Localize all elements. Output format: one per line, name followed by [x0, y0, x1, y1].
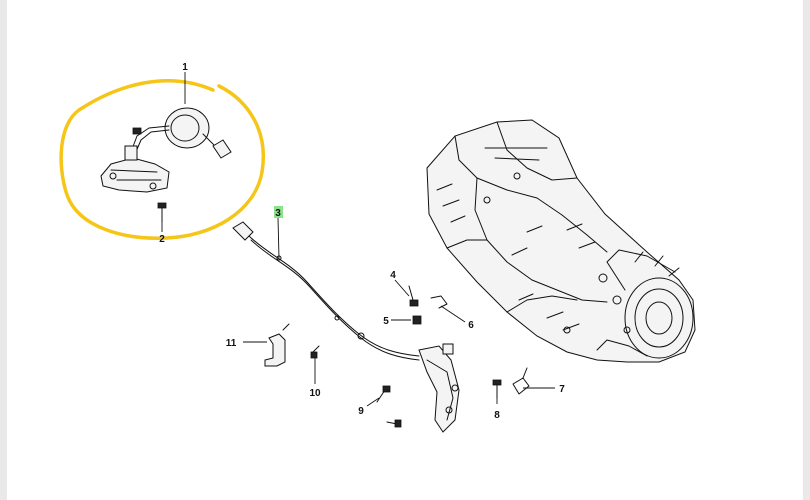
callout-11: 11: [226, 338, 237, 349]
callouts: 1 2 3 4 5 6 7 8 9 10 11: [159, 62, 565, 421]
callout-8: 8: [494, 410, 500, 421]
callout-10: 10: [309, 388, 321, 399]
shift-cable: [232, 221, 420, 361]
callout-9: 9: [358, 406, 364, 417]
transmission-assembly: [426, 119, 696, 363]
small-parts: [264, 285, 530, 428]
callout-4: 4: [390, 270, 396, 281]
shifter-assembly: [100, 107, 232, 223]
callout-1: 1: [182, 62, 188, 73]
callout-7: 7: [559, 384, 565, 395]
highlight-loop: [59, 79, 265, 240]
transmission-diagram: 1 2 3 4 5 6 7 8 9 10 11: [59, 62, 696, 433]
diagram-sheet: 1 2 3 4 5 6 7 8 9 10 11: [7, 0, 803, 500]
callout-6: 6: [468, 320, 474, 331]
callout-3: 3: [275, 208, 281, 219]
callout-5: 5: [383, 316, 389, 327]
cable-bracket: [418, 343, 460, 433]
callout-2: 2: [159, 234, 165, 245]
